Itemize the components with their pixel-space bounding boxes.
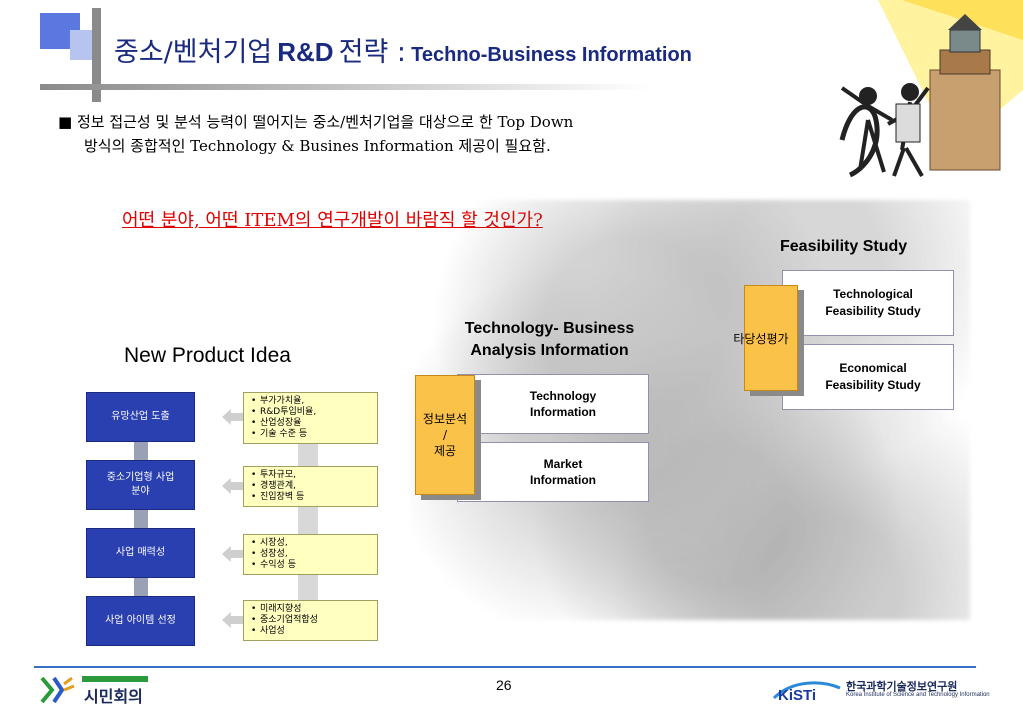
criteria-box-1: 부가가치율, R&D투입비율, 산업성장율 기술 수준 등 xyxy=(243,392,378,444)
bullet-line-2: 방식의 종합적인 Technology & Busines Informatio… xyxy=(84,137,551,155)
page-title: 중소/벤처기업 R&D 전략 : Techno-Business Informa… xyxy=(114,30,692,69)
box-line: Feasibility Study xyxy=(825,378,921,392)
flow-step-3: 사업 매력성 xyxy=(86,528,195,578)
left-arrow-icon xyxy=(222,546,244,562)
box-line: Feasibility Study xyxy=(825,304,921,318)
feasibility-evaluation-tab: 타당성평가 xyxy=(733,285,798,391)
title-strategy: 전략 : xyxy=(338,37,407,68)
box-line: Information xyxy=(529,405,596,419)
criteria-item: R&D투입비율, xyxy=(251,407,371,418)
criteria-item: 중소기업적합성 xyxy=(251,615,371,626)
box-line: Information xyxy=(530,473,596,487)
flow-step-label: 사업 아이템 선정 xyxy=(105,615,176,626)
criteria-item: 미래지향성 xyxy=(251,604,371,615)
box-line: Economical xyxy=(839,361,907,375)
market-information-box: Market Information xyxy=(457,442,649,502)
footer-divider xyxy=(34,666,976,668)
bullet-marker: ■ xyxy=(58,113,73,131)
analysis-heading: Technology- Business Analysis Informatio… xyxy=(437,318,662,362)
flow-step-label: 유망산업 도출 xyxy=(111,411,170,422)
citizens-council-logo xyxy=(40,676,148,704)
technology-information-box: Technology Information xyxy=(457,374,649,434)
technological-feasibility-box: Technological Feasibility Study xyxy=(782,270,954,336)
criteria-box-2: 투자규모, 경쟁관계, 진입장벽 등 xyxy=(243,466,378,507)
analysis-provision-tab: 정보분석 / 제공 xyxy=(415,375,475,495)
flow-step-4: 사업 아이템 선정 xyxy=(86,596,195,646)
left-logo-text: 시민회의 xyxy=(84,687,143,706)
research-question: 어떤 분야, 어떤 ITEM의 연구개발이 바람직 할 것인가? xyxy=(122,210,543,231)
feasibility-heading: Feasibility Study xyxy=(780,238,908,255)
decor-vertical-line xyxy=(92,8,101,102)
kisti-name: 한국과학기술정보연구원 xyxy=(846,680,958,693)
criteria-box-3: 시장성, 성장성, 수익성 등 xyxy=(243,534,378,575)
left-arrow-icon xyxy=(222,409,244,425)
flow-step-label: 사업 매력성 xyxy=(115,547,166,558)
tab-line: 타당성평가 xyxy=(733,331,789,346)
criteria-item: 부가가치율, xyxy=(251,396,371,407)
title-rd: R&D xyxy=(277,37,334,67)
new-product-idea-heading: New Product Idea xyxy=(124,344,291,367)
tab-line: 정보분석 xyxy=(422,412,468,426)
criteria-item: 투자규모, xyxy=(251,470,371,481)
page-number: 26 xyxy=(496,677,512,693)
kisti-logo-mark: KiSTi xyxy=(778,687,816,704)
criteria-item: 기술 수준 등 xyxy=(251,429,371,440)
flow-step-2: 중소기업형 사업 분야 xyxy=(86,460,195,510)
kisti-subtitle: Korea Institute of Science and Technolog… xyxy=(846,692,990,698)
down-arrow-icon xyxy=(130,510,152,538)
flow-step-label: 중소기업형 사업 분야 xyxy=(106,472,175,497)
box-line: Technology xyxy=(529,389,597,403)
criteria-box-4: 미래지향성 중소기업적합성 사업성 xyxy=(243,600,378,641)
intro-bullet: ■ 정보 접근성 및 분석 능력이 떨어지는 중소/벤처기업을 대상으로 한 T… xyxy=(58,110,778,158)
down-arrow-icon xyxy=(130,578,152,606)
lighthouse-figures-clipart xyxy=(839,0,1023,178)
bullet-line-1: 정보 접근성 및 분석 능력이 떨어지는 중소/벤처기업을 대상으로 한 Top… xyxy=(76,113,574,131)
tab-line: / xyxy=(442,428,448,442)
criteria-item: 사업성 xyxy=(251,626,371,637)
analysis-heading-line-2: Analysis Information xyxy=(470,342,629,359)
left-arrow-icon xyxy=(222,612,244,628)
analysis-heading-line-1: Technology- Business xyxy=(464,320,635,337)
box-line: Technological xyxy=(833,287,913,301)
down-arrow-icon xyxy=(130,442,152,470)
criteria-item: 시장성, xyxy=(251,538,371,549)
decor-horizontal-line xyxy=(40,84,650,90)
left-arrow-icon xyxy=(222,478,244,494)
criteria-item: 산업성장율 xyxy=(251,418,371,429)
title-korean: 중소/벤처기업 xyxy=(114,37,273,68)
tab-line: 제공 xyxy=(433,444,457,458)
criteria-item: 성장성, xyxy=(251,549,371,560)
flow-step-1: 유망산업 도출 xyxy=(86,392,195,442)
title-english: Techno-Business Information xyxy=(411,44,692,66)
criteria-item: 경쟁관계, xyxy=(251,481,371,492)
economical-feasibility-box: Economical Feasibility Study xyxy=(782,344,954,410)
kisti-logo: KiSTi xyxy=(772,681,841,704)
box-line: Market xyxy=(543,457,583,471)
criteria-item: 수익성 등 xyxy=(251,560,371,571)
criteria-item: 진입장벽 등 xyxy=(251,492,371,503)
